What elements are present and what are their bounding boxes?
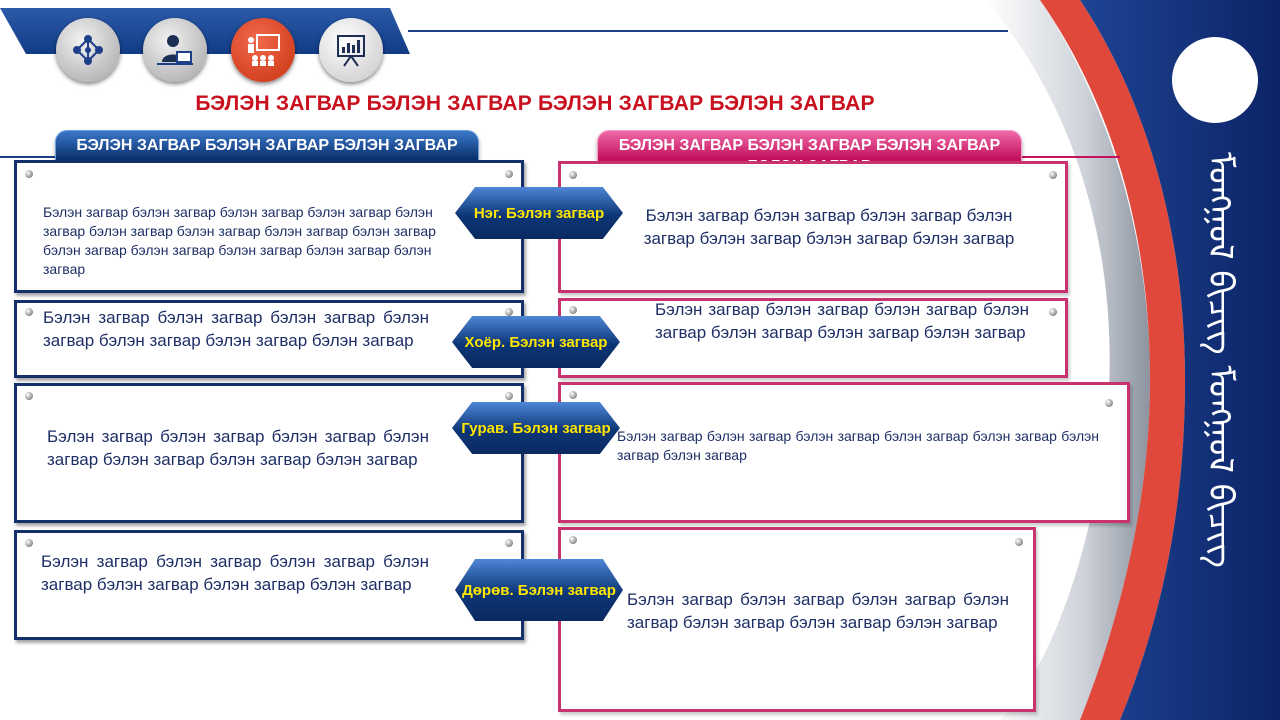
pin-icon	[569, 306, 577, 314]
right-box-text: Бэлэн загвар бэлэн загвар бэлэн загвар б…	[627, 590, 1009, 632]
left-box-3: Бэлэн загвар бэлэн загвар бэлэн загвар б…	[14, 383, 524, 523]
left-box-4: Бэлэн загвар бэлэн загвар бэлэн загвар б…	[14, 530, 524, 640]
chart-board-icon	[319, 18, 383, 82]
right-box-3: Бэлэн загвар бэлэн загвар бэлэн загвар б…	[558, 382, 1130, 523]
row-label-2: Хоёр. Бэлэн загвар	[452, 316, 620, 368]
pin-icon	[1015, 538, 1023, 546]
left-box-1: Бэлэн загвар бэлэн загвар бэлэн загвар б…	[14, 160, 524, 293]
pin-icon	[1049, 171, 1057, 179]
left-box-2: Бэлэн загвар бэлэн загвар бэлэн загвар б…	[14, 300, 524, 378]
pin-icon	[505, 170, 513, 178]
pin-icon	[25, 392, 33, 400]
right-header-bar	[1020, 156, 1120, 158]
pin-icon	[25, 170, 33, 178]
left-box-text: Бэлэн загвар бэлэн загвар бэлэн загвар б…	[41, 552, 429, 594]
row-label-3: Гурав. Бэлэн загвар	[452, 402, 620, 454]
right-box-text: Бэлэн загвар бэлэн загвар бэлэн загвар б…	[617, 428, 1099, 463]
row-label-1: Нэг. Бэлэн загвар	[455, 187, 623, 239]
network-icon	[56, 18, 120, 82]
right-box-2: Бэлэн загвар бэлэн загвар бэлэн загвар б…	[558, 298, 1068, 378]
pin-icon	[1049, 308, 1057, 316]
top-divider	[408, 30, 1008, 32]
left-header-bar	[0, 156, 60, 158]
pin-icon	[569, 171, 577, 179]
right-box-text: Бэлэн загвар бэлэн загвар бэлэн загвар б…	[643, 206, 1015, 248]
presentation-class-icon	[231, 18, 295, 82]
right-box-4: Бэлэн загвар бэлэн загвар бэлэн загвар б…	[558, 527, 1036, 712]
pin-icon	[1105, 399, 1113, 407]
pin-icon	[505, 392, 513, 400]
page-title: БЭЛЭН ЗАГВАР БЭЛЭН ЗАГВАР БЭЛЭН ЗАГВАР Б…	[195, 92, 875, 115]
right-box-1: Бэлэн загвар бэлэн загвар бэлэн загвар б…	[558, 161, 1068, 293]
pin-icon	[505, 308, 513, 316]
vertical-mongolian-text: ᠮᠣᠩᠭᠣᠯ ᠪᠢᠴᠢᠭ ᠮᠣᠩᠭᠣᠯ ᠪᠢᠴᠢᠭ	[1200, 152, 1240, 568]
row-label-4: Дөрөв. Бэлэн загвар	[455, 559, 623, 621]
left-box-text: Бэлэн загвар бэлэн загвар бэлэн загвар б…	[43, 308, 429, 350]
right-box-text: Бэлэн загвар бэлэн загвар бэлэн загвар б…	[655, 300, 1029, 342]
pin-icon	[505, 539, 513, 547]
pin-icon	[25, 539, 33, 547]
left-box-text: Бэлэн загвар бэлэн загвар бэлэн загвар б…	[47, 427, 429, 469]
teacher-computer-icon	[143, 18, 207, 82]
pin-icon	[569, 536, 577, 544]
left-box-text: Бэлэн загвар бэлэн загвар бэлэн загвар б…	[43, 204, 436, 277]
logo-circle	[1172, 37, 1258, 123]
pin-icon	[569, 391, 577, 399]
pin-icon	[25, 308, 33, 316]
